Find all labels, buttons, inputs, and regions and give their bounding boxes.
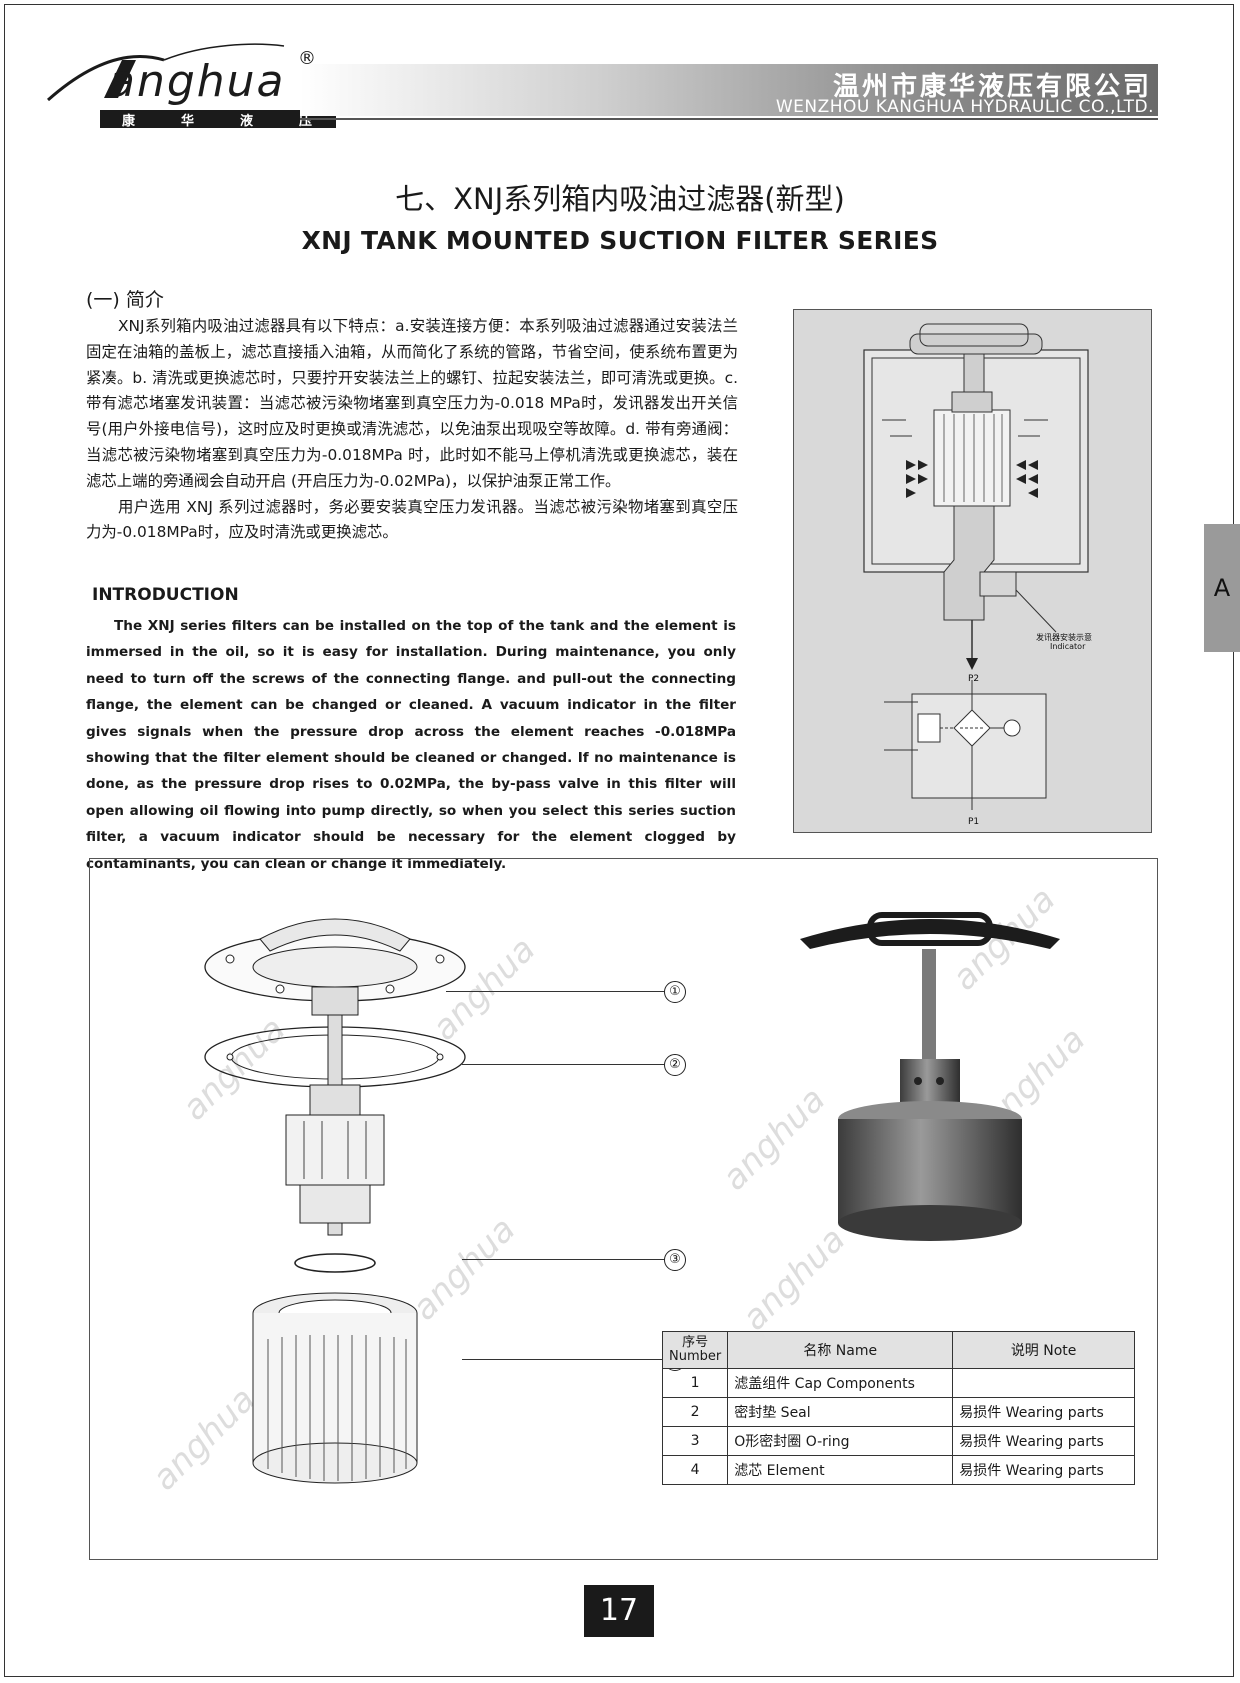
header-rule (300, 118, 1158, 120)
indicator-label-cn: 发讯器安装示意 (1036, 633, 1092, 642)
intro-heading-en: INTRODUCTION (92, 585, 239, 605)
page-number: 17 (584, 1585, 654, 1637)
installation-schematic: 发讯器安装示意 Indicator P2 P1 (793, 309, 1152, 833)
tank-schematic-drawing (863, 323, 1089, 810)
intro-paragraph-en: The XNJ series filters can be installed … (86, 618, 736, 872)
logo-cn-char: 液 (239, 113, 255, 129)
note-column-header: 说明 Note (952, 1331, 1135, 1369)
company-name-cn: 温州市康华液压有限公司 (832, 72, 1152, 102)
part-note: 易损件 Wearing parts (952, 1426, 1135, 1456)
callout-leader (462, 1259, 664, 1260)
callout-2: ② (664, 1054, 686, 1076)
number-header-cn: 序号 (682, 1335, 709, 1350)
part-number: 3 (661, 1426, 729, 1456)
parts-table: 序号 Number 名称 Name 说明 Note 1 滤盖组件 Cap Com… (661, 1331, 1135, 1485)
part-note: 易损件 Wearing parts (952, 1455, 1135, 1485)
parts-figure-box: anghua anghua anghua anghua anghua anghu… (89, 858, 1158, 1560)
registered-mark: ® (298, 48, 316, 69)
exploded-view-drawing (204, 918, 466, 1484)
callout-leader (446, 991, 664, 992)
port-label-p1: P1 (968, 817, 980, 827)
part-name: 滤芯 Element (727, 1455, 954, 1485)
part-number: 1 (661, 1368, 729, 1398)
kanghua-logo: anghua ® 康 华 液 压 (44, 38, 336, 129)
callout-3: ③ (664, 1249, 686, 1271)
callout-1: ① (664, 981, 686, 1003)
header-band (300, 64, 1158, 116)
company-name-en: WENZHOU KANGHUA HYDRAULIC CO.,LTD. (775, 97, 1154, 117)
name-column-header: 名称 Name (727, 1331, 954, 1369)
intro-paragraph-cn: 用户选用 XNJ 系列过滤器时，务必要安装真空压力发讯器。当滤芯被污染物堵塞到真… (86, 497, 738, 542)
section-tab: A (1204, 524, 1240, 652)
table-row: 1 滤盖组件 Cap Components (661, 1368, 1135, 1398)
table-header-row: 序号 Number 名称 Name 说明 Note (661, 1331, 1135, 1369)
port-label-p2: P2 (968, 674, 980, 684)
logo-swoosh-icon (47, 43, 285, 102)
table-row: 4 滤芯 Element 易损件 Wearing parts (661, 1455, 1135, 1485)
part-number: 2 (661, 1397, 729, 1427)
logo-cn-char: 华 (180, 113, 196, 129)
number-column-header: 序号 Number (661, 1331, 729, 1369)
intro-body-cn: XNJ系列箱内吸油过滤器具有以下特点：a.安装连接方便：本系列吸油过滤器通过安装… (86, 314, 738, 546)
logo-cn-bar: 康 华 液 压 (100, 110, 336, 129)
table-row: 3 O形密封圈 O-ring 易损件 Wearing parts (661, 1426, 1135, 1456)
page-title-en: XNJ TANK MOUNTED SUCTION FILTER SERIES (301, 226, 939, 255)
part-note: 易损件 Wearing parts (952, 1397, 1135, 1427)
part-number: 4 (661, 1455, 729, 1485)
part-name: 滤盖组件 Cap Components (727, 1368, 954, 1398)
part-name: O形密封圈 O-ring (727, 1426, 954, 1456)
page-title-cn: 七、XNJ系列箱内吸油过滤器(新型) (395, 182, 845, 216)
intro-paragraph-cn: XNJ系列箱内吸油过滤器具有以下特点：a.安装连接方便：本系列吸油过滤器通过安装… (86, 317, 738, 490)
logo-cn-char: 康 (121, 113, 137, 129)
page-frame (4, 4, 1234, 1677)
callout-leader (462, 1359, 664, 1360)
part-note (952, 1368, 1135, 1398)
logo-wordmark: anghua (108, 56, 286, 107)
part-name: 密封垫 Seal (727, 1397, 954, 1427)
intro-body-en: The XNJ series filters can be installed … (86, 613, 736, 877)
section-tab-label: A (1213, 574, 1231, 602)
logo-cn-char: 压 (298, 113, 314, 129)
product-photo (800, 912, 1060, 1241)
intro-heading-cn: (一) 简介 (86, 289, 164, 311)
callout-leader (462, 1064, 664, 1065)
indicator-label-en: Indicator (1050, 642, 1086, 651)
table-row: 2 密封垫 Seal 易损件 Wearing parts (661, 1397, 1135, 1427)
number-header-en: Number (669, 1349, 722, 1364)
